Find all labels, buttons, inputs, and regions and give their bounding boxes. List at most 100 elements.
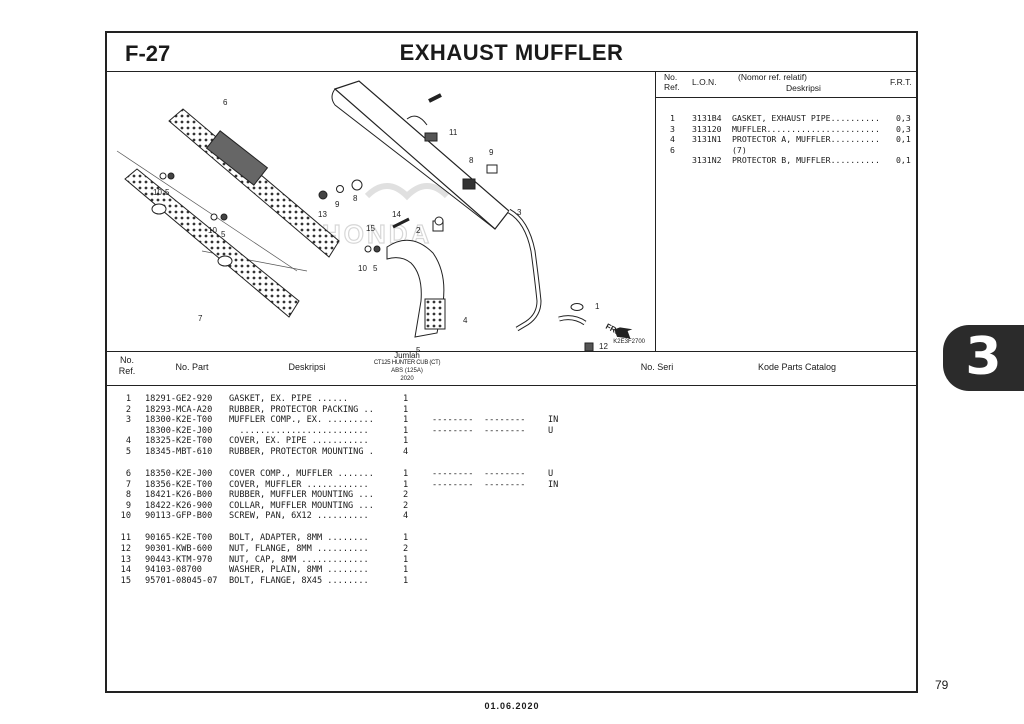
callout-10: 10 (208, 226, 217, 235)
deskripsi-header: Deskripsi (786, 83, 821, 93)
callout-3: 3 (517, 208, 522, 217)
cell-ref: 14 (120, 565, 131, 576)
cell-desc: ......................... (229, 425, 369, 436)
cell-seri1: -------- (432, 479, 474, 490)
cell-ref: 3 (125, 415, 131, 426)
cell-part: 95701-08045-07 (145, 575, 218, 586)
callout-12: 12 (599, 342, 608, 351)
cell-ref: 13 (120, 554, 131, 565)
callout-5: 5 (221, 230, 226, 239)
cell-part: 90165-K2E-T00 (145, 533, 213, 544)
cell-kode: IN (548, 479, 559, 490)
cell-qty: 2 (403, 544, 409, 554)
callout-2: 2 (416, 226, 421, 235)
cell-part: 18345-MBT-610 (145, 447, 213, 457)
frt-header: F.R.T. (890, 77, 912, 87)
cell-qty: 1 (403, 436, 409, 447)
figure-code: F-27 (125, 41, 171, 66)
exploded-parts-diagram: HONDA (107, 71, 656, 351)
catalog-page-frame: F-27 EXHAUST MUFFLER HONDA (105, 31, 918, 693)
callout-8: 8 (353, 194, 358, 203)
cell-qty: 1 (403, 394, 409, 404)
serial-no-header: No. Seri (640, 362, 674, 372)
cell-part: 18300-K2E-T00 (145, 415, 213, 426)
cell-desc: NUT, CAP, 8MM ............. (229, 554, 369, 565)
callout-14: 14 (392, 210, 401, 219)
cell-desc: MUFFLER COMP., EX. ......... (229, 415, 374, 426)
ref-panel-header: No. Ref. L.O.N. (Nomor ref. relatif) Des… (656, 71, 918, 98)
parts-table-header: No. Ref. No. Part Deskripsi Jumlah CT125… (107, 351, 916, 386)
protector-a-part (124, 168, 300, 318)
cell-desc: BOLT, FLANGE, 8X45 ........ (229, 575, 369, 586)
table-row: 3 18300-K2E-T00 MUFFLER COMP., EX. .......… (107, 415, 916, 426)
cell-part: 18325-K2E-T00 (145, 436, 213, 447)
guide-line (116, 150, 298, 272)
cell-ref: 11 (120, 533, 131, 544)
cell-desc: RUBBER, PROTECTOR MOUNTING . (229, 447, 374, 457)
cell-desc: BOLT, ADAPTER, 8MM ........ (229, 533, 369, 544)
cell-desc: COVER, MUFFLER ............ (229, 479, 369, 490)
table-row: 18300-K2E-J00 ......................... 1… (107, 426, 916, 437)
protector-b-part (168, 108, 340, 258)
cell-ref: 8 (125, 490, 131, 501)
cell-qty: 1 (403, 425, 409, 436)
cell-part: 18422-K26-900 (145, 500, 213, 511)
callout-9: 9 (489, 148, 494, 157)
cell-seri2: -------- (484, 479, 526, 490)
exhaust-diagram-drawing: HONDA (116, 80, 633, 351)
catalog-code-header: Kode Parts Catalog (757, 362, 837, 372)
cell-desc: GASKET, EX. PIPE ...... (229, 394, 348, 404)
cell-ref: 4 (125, 436, 131, 447)
callout-10: 10 (153, 188, 162, 197)
cell-desc: SCREW, PAN, 6X12 .......... (229, 511, 369, 522)
cell-ref: 2 (125, 404, 131, 415)
cell-ref: 6 (125, 469, 131, 479)
nomor-header: (Nomor ref. relatif) (738, 72, 807, 82)
jumlah-header: Jumlah (394, 351, 420, 360)
cell-desc: RUBBER, MUFFLER MOUNTING ... (229, 490, 374, 501)
cell-part: 18300-K2E-J00 (145, 425, 213, 436)
ex-pipe-cover-part (386, 239, 446, 338)
cell-qty: 2 (403, 490, 409, 501)
cell-desc: COVER COMP., MUFFLER ....... (229, 469, 374, 479)
ref-no-header: No. Ref. (118, 355, 136, 376)
callout-7: 7 (198, 314, 203, 323)
cell-kode: IN (548, 415, 559, 426)
cell-qty: 4 (403, 447, 409, 457)
callout-5: 5 (416, 346, 421, 351)
model-header: CT125 HUNTER CUB (CT) (373, 360, 441, 366)
callout-4: 4 (463, 316, 468, 325)
callout-6: 6 (223, 98, 228, 107)
cell-part: 18421-K26-B00 (145, 490, 213, 501)
cell-qty: 1 (403, 469, 409, 479)
page-number: 79 (935, 678, 949, 692)
section-tab[interactable]: 3 (943, 325, 1024, 391)
section-number: 3 (965, 327, 1002, 387)
model-year-header: 2020 (400, 376, 414, 382)
table-row: 8 18421-K26-B00 RUBBER, MUFFLER MOUNTING .… (107, 490, 916, 501)
cell-ref: 15 (120, 575, 131, 586)
cell-ref: 7 (125, 479, 131, 490)
model-variant-header: ABS (125A) (391, 368, 423, 374)
cell-part: 18350-K2E-J00 (145, 469, 213, 479)
cell-part: 94103-08700 (145, 565, 202, 576)
cell-qty: 1 (403, 554, 409, 565)
callout-1: 1 (595, 302, 600, 311)
hardware-parts (159, 93, 594, 351)
relative-ref-panel: No. Ref. L.O.N. (Nomor ref. relatif) Des… (656, 71, 918, 351)
callout-5: 5 (165, 188, 170, 197)
